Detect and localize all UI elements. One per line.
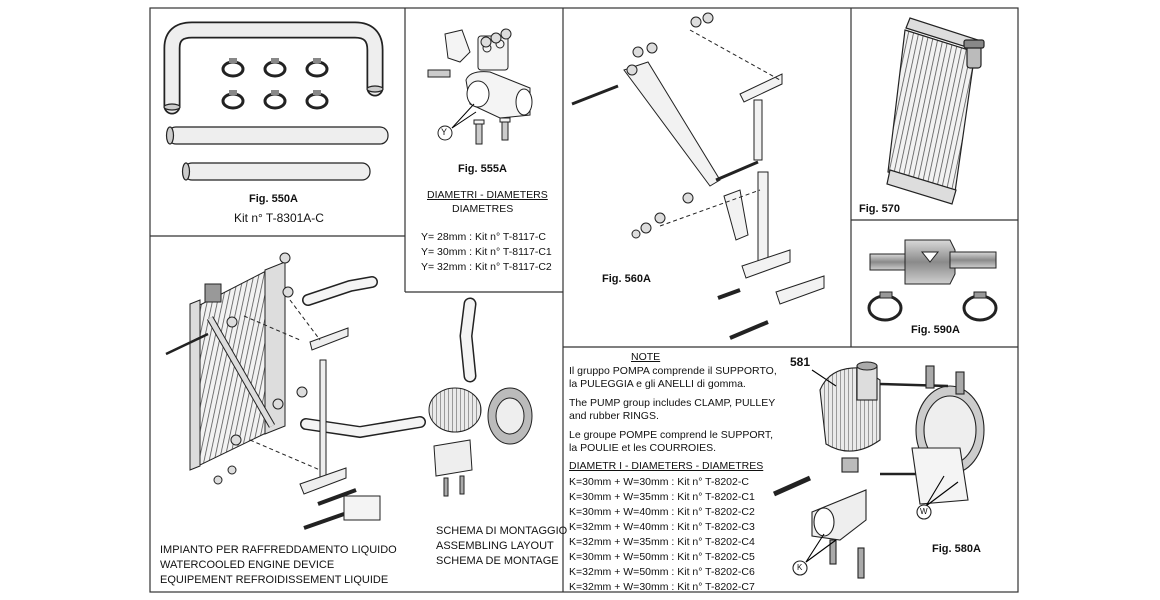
assembly-caption-line: ASSEMBLING LAYOUT	[436, 540, 554, 552]
kit-580a-row: K=30mm + W=35mm : Kit n° T-8202-C1	[569, 491, 755, 503]
kit-580a-row: K=32mm + W=50mm : Kit n° T-8202-C6	[569, 566, 755, 578]
diameters-heading-580: DIAMETR I - DIAMETERS - DIAMETRES	[569, 460, 764, 472]
assembly-caption-line: SCHEMA DI MONTAGGIO	[436, 525, 568, 537]
kit-555a-row: Y= 32mm : Kit n° T-8117-C2	[421, 261, 552, 273]
note-title: NOTE	[631, 351, 661, 363]
kit-580a-row: K=32mm + W=40mm : Kit n° T-8202-C3	[569, 521, 755, 533]
callout-y: Y	[441, 127, 448, 137]
kit-580a-row: K=32mm + W=30mm : Kit n° T-8202-C7	[569, 581, 755, 593]
note-text: Il gruppo POMPA comprende il SUPPORTO, l…	[569, 365, 777, 457]
note-line-en: and rubber RINGS.	[569, 410, 659, 422]
kit-580a-list: K=30mm + W=30mm : Kit n° T-8202-C K=30mm…	[569, 476, 755, 596]
kit-580a-row: K=30mm + W=50mm : Kit n° T-8202-C5	[569, 551, 755, 563]
part-ref-581: 581	[790, 355, 811, 369]
diametres-heading-555: DIAMETRES	[452, 203, 514, 215]
system-title-line: WATERCOOLED ENGINE DEVICE	[160, 559, 335, 571]
system-title-caption: IMPIANTO PER RAFFREDDAMENTO LIQUIDO WATE…	[160, 544, 397, 589]
bracket-assembly-drawing	[571, 12, 825, 340]
kit-550a-label: Kit n° T-8301A-C	[234, 211, 324, 225]
fig-550a-label: Fig. 550A	[249, 193, 298, 205]
kit-580a-row: K=30mm + W=40mm : Kit n° T-8202-C2	[569, 506, 755, 518]
fig-555a-label: Fig. 555A	[458, 163, 507, 175]
fig-590a-label: Fig. 590A	[911, 324, 960, 336]
note-line-it: la PULEGGIA e gli ANELLI di gomma.	[569, 378, 746, 390]
cooling-system-drawing	[165, 252, 533, 530]
kit-555a-row: Y= 30mm : Kit n° T-8117-C1	[421, 246, 552, 258]
kit-580a-row: K=32mm + W=35mm : Kit n° T-8202-C4	[569, 536, 755, 548]
note-line-fr: Le groupe POMPE comprend le SUPPORT,	[569, 429, 774, 441]
clamp-support-drawing	[427, 28, 533, 145]
diameters-heading-555: DIAMETRI - DIAMETERS	[427, 189, 548, 201]
assembly-layout-caption: SCHEMA DI MONTAGGIO ASSEMBLING LAYOUT SC…	[436, 525, 567, 570]
note-line-it: Il gruppo POMPA comprende il SUPPORTO,	[569, 365, 777, 377]
pump-assembly-drawing	[772, 361, 985, 579]
assembly-caption-line: SCHEMA DE MONTAGE	[436, 555, 559, 567]
note-line-en: The PUMP group includes CLAMP, PULLEY	[569, 397, 776, 409]
kit-580a-row: K=30mm + W=30mm : Kit n° T-8202-C	[569, 476, 749, 488]
kit-555a-list: Y= 28mm : Kit n° T-8117-C Y= 30mm : Kit …	[421, 231, 552, 276]
note-line-fr: la POULIE et les COURROIES.	[569, 442, 717, 454]
callout-k: K	[797, 563, 803, 572]
fig-580a-label: Fig. 580A	[932, 543, 981, 555]
fig-560a-label: Fig. 560A	[602, 273, 651, 285]
panel-frames	[149, 7, 1019, 593]
hose-kit-drawing	[163, 21, 389, 181]
radiator-fig570-drawing	[886, 17, 985, 205]
kit-555a-row: Y= 28mm : Kit n° T-8117-C	[421, 231, 546, 243]
system-title-line: IMPIANTO PER RAFFREDDAMENTO LIQUIDO	[160, 544, 397, 556]
fig-570-label: Fig. 570	[859, 203, 900, 215]
thermostat-drawing	[867, 239, 998, 322]
system-title-line: EQUIPEMENT REFROIDISSEMENT LIQUIDE	[160, 574, 389, 586]
callout-w: W	[920, 507, 928, 516]
